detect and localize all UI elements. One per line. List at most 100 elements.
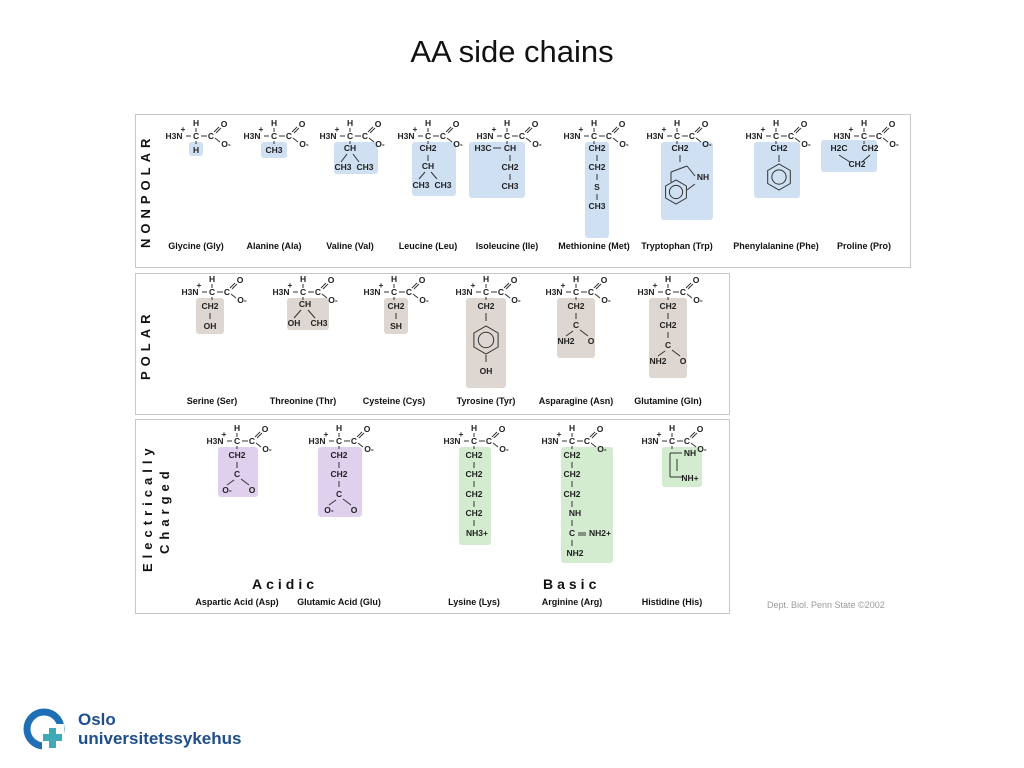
chem-label: O- [375, 139, 385, 149]
charge-plus: + [288, 280, 293, 290]
chem-label: O [588, 336, 595, 346]
chem-label: H3N [641, 436, 658, 446]
chem-label: C [606, 131, 612, 141]
chem-label: O- [299, 139, 309, 149]
chem-label: C [684, 436, 690, 446]
side-chain-highlight [412, 142, 456, 196]
chem-label: O- [237, 295, 247, 305]
chem-label: H3N [443, 436, 460, 446]
chem-label: O [889, 119, 896, 129]
charge-plus: + [181, 124, 186, 134]
charge-plus: + [561, 280, 566, 290]
polar-label: POLAR [138, 309, 153, 381]
side-chain-highlight [189, 142, 203, 156]
chem-label: O [597, 424, 604, 434]
chem-label: C [569, 528, 575, 538]
chem-label: H3N [455, 287, 472, 297]
chem-label: C [440, 131, 446, 141]
chem-label: O [419, 275, 426, 285]
chem-label: C [674, 131, 680, 141]
chem-label: H [271, 118, 277, 128]
asp-name: Aspartic Acid (Asp) [195, 597, 279, 607]
chem-label: H3N [272, 287, 289, 297]
chem-label: H3N [833, 131, 850, 141]
chem-label: C [573, 287, 579, 297]
charge-plus: + [557, 429, 562, 439]
chem-label: C [224, 287, 230, 297]
chem-label: CH2 [465, 450, 482, 460]
chem-label: H3N [308, 436, 325, 446]
ser-name: Serine (Ser) [186, 396, 238, 406]
charge-plus: + [849, 124, 854, 134]
chem-label: NH [697, 172, 709, 182]
chem-label: O [299, 119, 306, 129]
ring [767, 163, 791, 191]
chem-label: NH2 [557, 336, 574, 346]
pro-name: Proline (Pro) [836, 241, 892, 251]
side-chain-highlight [821, 140, 877, 172]
chem-label: OH [204, 321, 217, 331]
chem-label: C [209, 287, 215, 297]
chem-label: CH3 [310, 318, 327, 328]
chem-label: O- [221, 139, 231, 149]
asn-name: Asparagine (Asn) [538, 396, 614, 406]
nonpolar-label: NONPOLAR [138, 133, 153, 248]
chem-label: H3N [637, 287, 654, 297]
chem-label: C [788, 131, 794, 141]
chem-label: CH2 [387, 301, 404, 311]
chem-label: CH2 [567, 301, 584, 311]
chem-label: H [573, 274, 579, 284]
chem-label: H [674, 118, 680, 128]
thr-name: Threonine (Thr) [269, 396, 337, 406]
chem-label: CH2 [563, 489, 580, 499]
chem-label: C [876, 131, 882, 141]
chem-label: CH [299, 299, 311, 309]
chem-label: CH [422, 161, 434, 171]
ring [473, 325, 499, 355]
chem-label: NH2 [566, 548, 583, 558]
chem-label: C [336, 436, 342, 446]
chem-label: NH2+ [589, 528, 611, 538]
chem-label: C [347, 131, 353, 141]
chem-label: CH2 [588, 143, 605, 153]
tyr-name: Tyrosine (Tyr) [456, 396, 516, 406]
charge-plus: + [471, 280, 476, 290]
leu-name: Leucine (Leu) [398, 241, 458, 251]
chem-label: H3N [646, 131, 663, 141]
his-name: Histidine (His) [641, 597, 703, 607]
chem-label: CH3 [588, 201, 605, 211]
chem-label: O [532, 119, 539, 129]
chem-label: CH3 [265, 145, 282, 155]
chem-label: O- [511, 295, 521, 305]
chem-label: H [425, 118, 431, 128]
chem-label: C [483, 287, 489, 297]
chem-label: H [669, 423, 675, 433]
logo-icon [23, 708, 65, 750]
chem-label: H3N [206, 436, 223, 446]
chem-label: C [519, 131, 525, 141]
chem-label: C [588, 287, 594, 297]
chem-label: O [697, 424, 704, 434]
side-chain-highlight [318, 447, 362, 517]
chem-label: H3N [181, 287, 198, 297]
charge-plus: + [413, 124, 418, 134]
side-chain-highlight [585, 142, 609, 238]
chem-label: CH [504, 143, 516, 153]
chem-label: H [483, 274, 489, 284]
chem-label: CH2 [477, 301, 494, 311]
charge-plus: + [653, 280, 658, 290]
chem-label: O [249, 485, 256, 495]
